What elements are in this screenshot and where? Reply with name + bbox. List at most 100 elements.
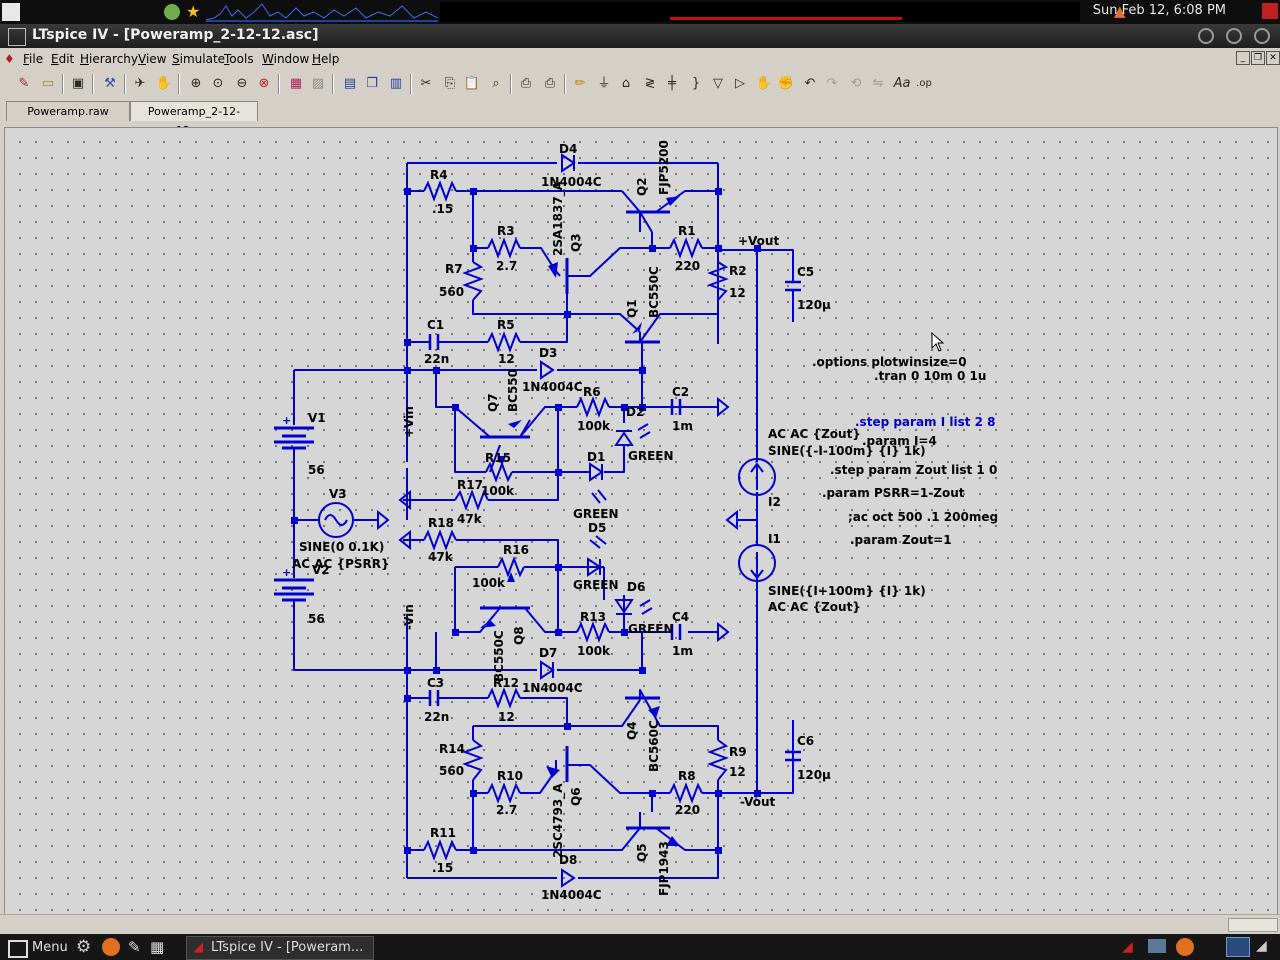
cut-icon[interactable]: ✂ (420, 76, 432, 91)
maximize-window-button[interactable] (1226, 28, 1242, 44)
menu-hierarchy[interactable]: Hierarchy (80, 52, 139, 66)
find-icon[interactable]: ⌕ (492, 76, 500, 91)
directive-ac-comment[interactable]: ;ac oct 500 .1 200meg (848, 510, 998, 524)
zoom-in-icon[interactable]: ⊕ (190, 76, 202, 91)
rotate-icon[interactable]: ⟲ (850, 76, 862, 91)
print-icon[interactable]: ⎙ (544, 76, 556, 91)
ground-icon[interactable]: ⏚ (597, 76, 611, 91)
active-window-tray-icon[interactable] (1226, 937, 1250, 957)
directive-step-i[interactable]: .step param I list 2 8 (855, 415, 996, 429)
copy-icon[interactable]: ⎘ (444, 76, 456, 91)
drag-hand-icon[interactable]: ✊ (777, 76, 795, 91)
mint-menu-icon[interactable] (8, 940, 28, 958)
resistor-R6 (576, 396, 610, 418)
text-editor-icon[interactable]: ✎ (128, 938, 141, 956)
play-icon[interactable] (164, 4, 180, 20)
move-hand-icon[interactable]: ✋ (755, 76, 773, 91)
spice-directive-icon[interactable]: .op (916, 78, 932, 89)
tab-poweramp-asc[interactable]: Poweramp_2-12-12.asc (130, 101, 258, 137)
label-v2-value: 56 (308, 612, 325, 626)
draw-wire-icon[interactable]: ✏ (574, 76, 586, 91)
system-monitor-icon[interactable]: ▲ (1114, 2, 1126, 20)
settings-gear-icon[interactable]: ⚙ (76, 937, 92, 957)
scrollbar-thumb[interactable] (1228, 918, 1278, 932)
menu-view[interactable]: View (138, 52, 167, 66)
directive-tran[interactable]: .tran 0 10m 0 1u (874, 369, 986, 383)
horizontal-scrollbar[interactable] (0, 914, 1280, 933)
power-icon[interactable] (1262, 3, 1278, 19)
menu-simulate[interactable]: Simulate (172, 52, 226, 66)
undo-icon[interactable]: ↶ (804, 76, 816, 91)
label-r15: R15 (485, 451, 511, 465)
run-icon[interactable]: ✈ (134, 76, 146, 91)
capacitor-icon[interactable]: ╪ (668, 76, 676, 91)
directive-param-zout[interactable]: .param Zout=1 (850, 533, 952, 547)
taskbar-ltspice-window[interactable]: ◢LTspice IV - [Poweram... (186, 936, 374, 960)
mdi-close-button[interactable]: ✕ (1266, 51, 1280, 65)
zoom-fit-icon[interactable]: ⊗ (258, 76, 270, 91)
directive-step-zout[interactable]: .step param Zout list 1 0 (830, 463, 997, 477)
new-schematic-icon[interactable]: ✎ (18, 76, 30, 91)
autorange-icon[interactable]: ▦ (289, 76, 303, 91)
schematic-drawing[interactable]: ++ D4 1N4004C R4 .15 FJP5200 Q2 2SA1837_… (4, 127, 1276, 913)
show-desktop-icon[interactable]: ◢ (1256, 938, 1267, 954)
pan-icon[interactable]: ⊙ (212, 76, 224, 91)
halt-hand-icon[interactable]: ✋ (155, 76, 173, 91)
star-icon[interactable]: ★ (186, 2, 201, 21)
window-menu-icon[interactable] (8, 28, 26, 46)
open-folder-icon[interactable]: ▭ (41, 76, 55, 91)
label-v2: V2 (312, 563, 330, 577)
cascade-icon[interactable]: ❐ (366, 76, 378, 91)
minimize-window-button[interactable] (1198, 28, 1214, 44)
directive-param-i[interactable]: .param I=4 (862, 434, 937, 448)
close-window-button[interactable] (1254, 28, 1270, 44)
directive-param-psrr[interactable]: .param PSRR=1-Zout (822, 486, 965, 500)
diode-icon[interactable]: ▽ (713, 76, 723, 91)
redo-icon[interactable]: ↷ (826, 76, 838, 91)
label-r11: R11 (430, 826, 456, 840)
menu-help[interactable]: Help (312, 52, 340, 66)
tab-poweramp-raw[interactable]: Poweramp.raw (6, 101, 130, 121)
resistor-R3 (487, 237, 521, 259)
control-panel-icon[interactable]: ⚒ (104, 76, 116, 91)
label-q7-value: BC550 (506, 369, 520, 412)
resistor-R13 (576, 621, 610, 643)
mirror-icon[interactable]: ⇋ (872, 76, 884, 91)
label-vout-negative: -Vout (740, 795, 776, 809)
paste-icon[interactable]: 📋 (463, 76, 481, 91)
file-manager-tray-icon[interactable] (1148, 939, 1166, 953)
label-r17: R17 (457, 478, 483, 492)
mdi-restore-button[interactable]: ❐ (1251, 51, 1265, 65)
firefox-tray-icon[interactable] (1176, 938, 1194, 956)
resistor-icon[interactable]: ≷ (644, 76, 656, 91)
clock[interactable]: Sun Feb 12, 6:08 PM (1092, 3, 1226, 18)
directive-options[interactable]: .options plotwinsize=0 (812, 355, 967, 369)
tile-vertical-icon[interactable]: ▥ (389, 76, 403, 91)
component-icon[interactable]: ▷ (735, 76, 745, 91)
zoom-out-icon[interactable]: ⊖ (236, 76, 248, 91)
save-icon[interactable]: ▣ (71, 76, 85, 91)
print-preview-icon[interactable]: ⎙ (520, 76, 532, 91)
menu-tools[interactable]: Tools (224, 52, 254, 66)
grid-icon[interactable]: ▨ (311, 76, 325, 91)
ltspice-app-icon[interactable]: ♦ (4, 52, 15, 66)
start-menu-button[interactable]: Menu (32, 940, 68, 955)
app-launcher-icon[interactable] (2, 3, 20, 21)
resistor-R9 (707, 739, 729, 781)
calculator-icon[interactable]: ▦ (150, 938, 165, 956)
mdi-minimize-button[interactable]: _ (1236, 51, 1250, 65)
label-d4-value: 1N4004C (541, 175, 602, 189)
firefox-icon[interactable] (102, 938, 120, 956)
inductor-icon[interactable]: } (691, 76, 701, 91)
menu-file[interactable]: File (23, 52, 44, 66)
menu-edit[interactable]: Edit (51, 52, 75, 66)
label-c4: C4 (672, 610, 689, 624)
label-r11-value: .15 (432, 861, 453, 875)
toolbar: ✎ ▭ ▣ ⚒ ✈ ✋ ⊕ ⊙ ⊖ ⊗ ▦ ▨ ▤ ❐ ▥ ✂ ⎘ 📋 ⌕ ⎙ … (0, 70, 1280, 99)
schematic-canvas[interactable] (4, 127, 1278, 915)
label-net-icon[interactable]: ⌂ (621, 76, 631, 91)
text-icon[interactable]: Aa (893, 76, 911, 91)
menu-window[interactable]: Window (262, 52, 310, 66)
ltspice-tray-icon[interactable]: ◢ (1122, 939, 1133, 955)
tile-horizontal-icon[interactable]: ▤ (343, 76, 357, 91)
